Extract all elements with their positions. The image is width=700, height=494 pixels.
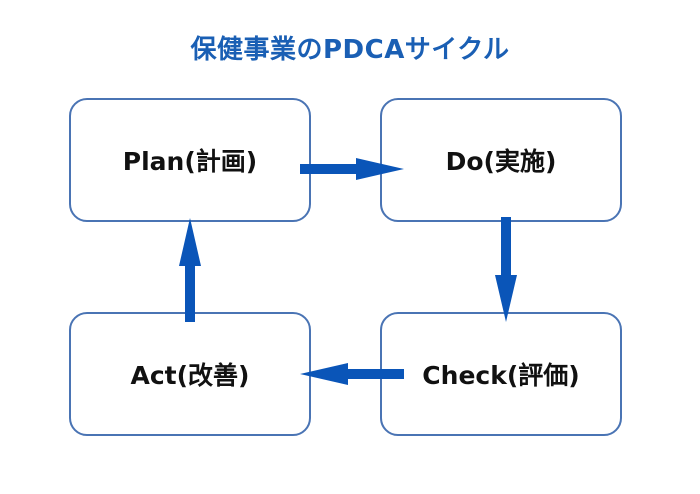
do-box: Do(実施) bbox=[380, 98, 622, 222]
check-box: Check(評価) bbox=[380, 312, 622, 436]
act-box: Act(改善) bbox=[69, 312, 311, 436]
act-label: Act(改善) bbox=[130, 361, 250, 390]
arrow-act-to-plan bbox=[179, 218, 201, 322]
arrow-do-to-check bbox=[495, 217, 517, 322]
check-label: Check(評価) bbox=[422, 361, 580, 390]
plan-box: Plan(計画) bbox=[69, 98, 311, 222]
diagram-title: 保健事業のPDCAサイクル bbox=[190, 35, 510, 65]
plan-label: Plan(計画) bbox=[122, 147, 258, 176]
do-label: Do(実施) bbox=[445, 147, 557, 176]
